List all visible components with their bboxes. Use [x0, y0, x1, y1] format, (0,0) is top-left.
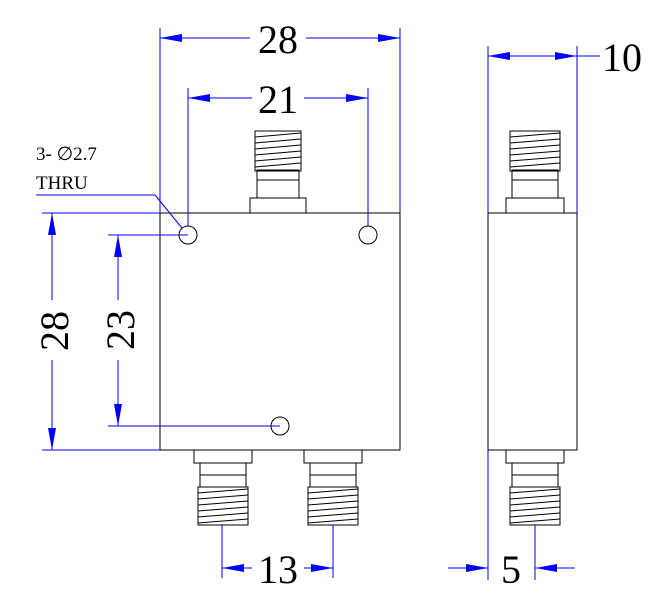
bottom-right-connector: [303, 449, 363, 526]
hole-note-thru: THRU: [36, 173, 88, 194]
dim-overall-height: 28: [32, 212, 160, 451]
dim-hole-spacing-vertical: 23: [98, 234, 280, 427]
overall-width-label: 28: [258, 17, 298, 62]
hole-note-count-diameter: 3- ∅2.7: [36, 144, 97, 165]
dim-hole-spacing-horizontal: 21: [187, 77, 369, 226]
hole-spacing-vertical-label: 23: [98, 310, 143, 350]
top-connector: [249, 130, 307, 214]
hole-note: 3- ∅2.7 THRU: [36, 144, 183, 229]
front-view: 28 21 3- ∅2.7 THRU 28: [32, 17, 401, 592]
dim-thickness: 10: [487, 35, 642, 213]
hole-spacing-horizontal-label: 21: [258, 77, 298, 122]
splitter-body: [159, 212, 401, 451]
side-bottom-connector: [505, 449, 565, 526]
bottom-left-connector: [193, 449, 253, 526]
side-view: 10 5: [448, 35, 642, 592]
dim-connector-offset: 5: [448, 450, 575, 592]
dim-overall-width: 28: [159, 17, 401, 213]
connector-offset-label: 5: [501, 547, 521, 592]
side-body: [487, 212, 578, 451]
side-top-connector: [505, 130, 565, 214]
dim-connector-spacing: 13: [221, 525, 334, 592]
thickness-label: 10: [602, 35, 642, 80]
overall-height-label: 28: [32, 311, 77, 351]
connector-spacing-label: 13: [258, 547, 298, 592]
